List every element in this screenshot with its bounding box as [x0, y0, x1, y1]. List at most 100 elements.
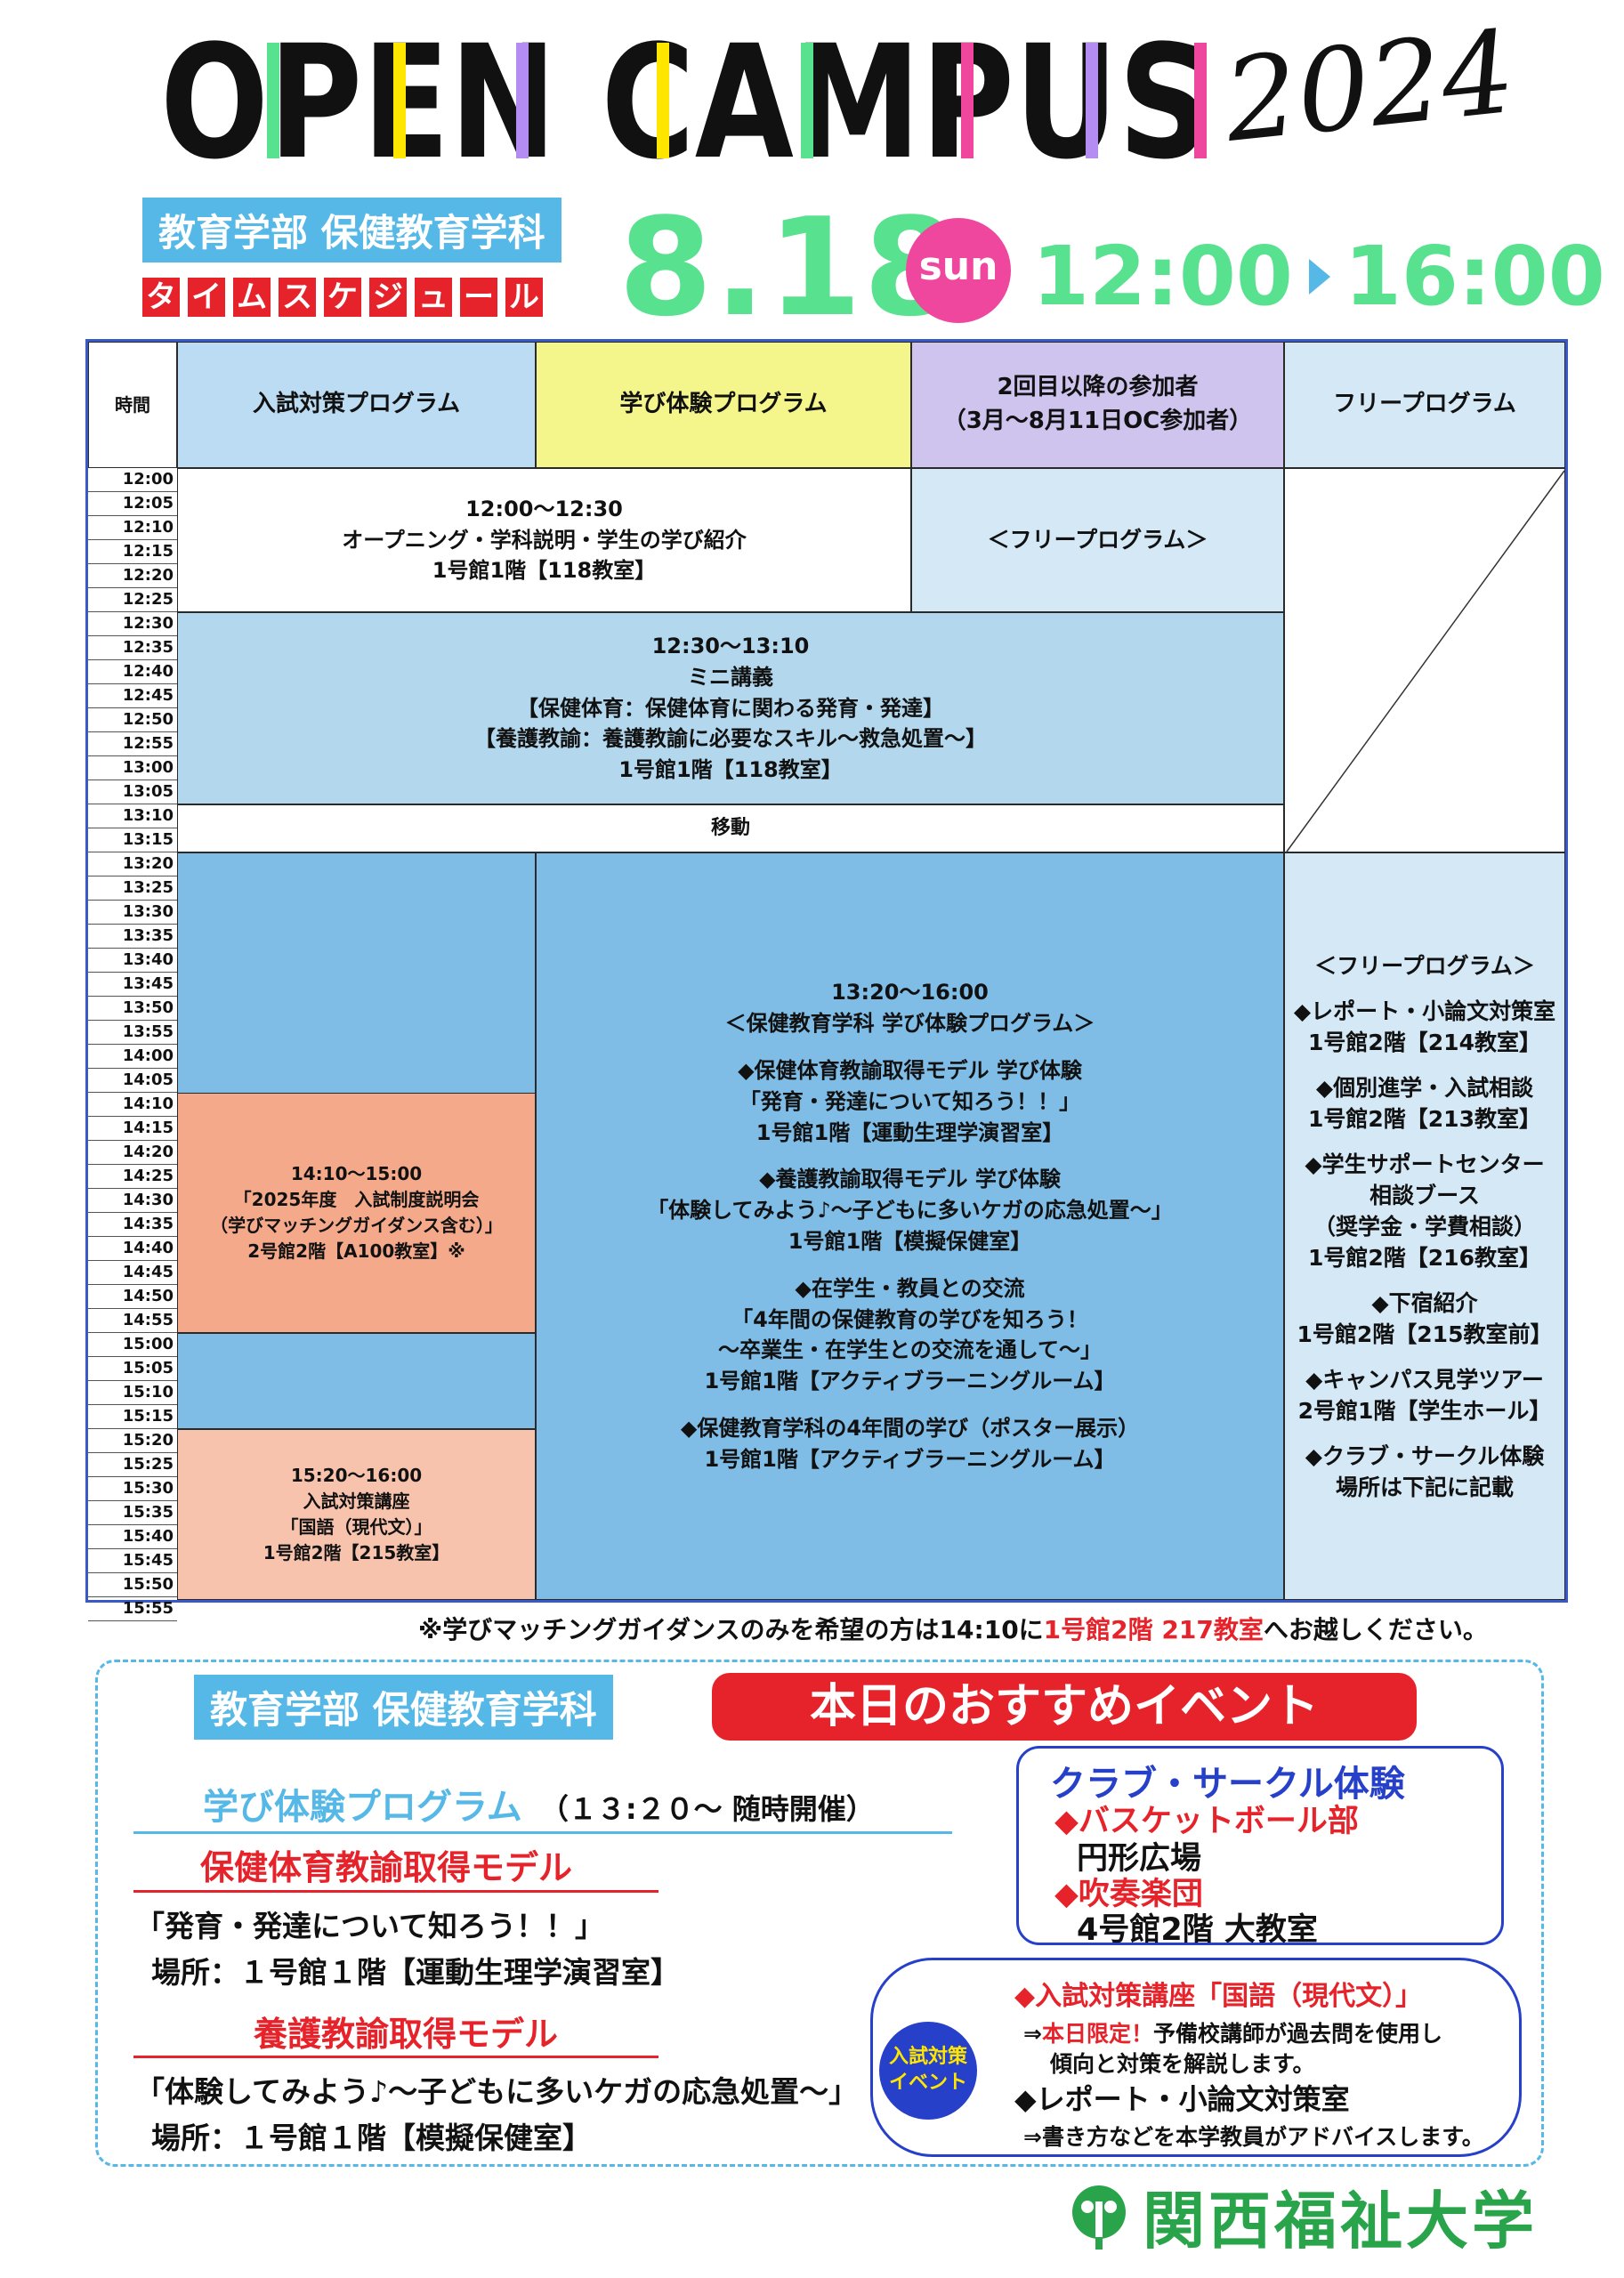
time-slot: 14:30: [88, 1189, 177, 1213]
arrow-right-icon: [1308, 259, 1330, 295]
model1-place: 場所：１号館１階【運動生理学演習室】: [151, 1955, 680, 1990]
diagonal-line: [1286, 470, 1565, 852]
events-department-tag: 教育学部 保健教育学科: [194, 1675, 613, 1740]
time-slot: 12:55: [88, 732, 177, 756]
time-slot: 15:55: [88, 1597, 177, 1621]
empty-slot: [1284, 468, 1565, 852]
time-slot: 15:00: [88, 1333, 177, 1357]
time-slot: 14:55: [88, 1309, 177, 1333]
time-slot: 12:40: [88, 660, 177, 684]
time-slot: 12:50: [88, 708, 177, 732]
club-title: クラブ・サークル体験: [1050, 1764, 1405, 1805]
guidance-note: ※学びマッチングガイダンスのみを希望の方は14:10に1号館2階 217教室へお…: [418, 1615, 1488, 1644]
time-slot: 13:35: [88, 925, 177, 949]
schedule-table: 時間 入試対策プログラム 学び体験プログラム 2回目以降の参加者 （3月～8月1…: [85, 339, 1568, 1621]
free-program-repeat: ＜フリープログラム＞: [911, 468, 1284, 612]
time-slot: 15:10: [88, 1381, 177, 1405]
club1-place: 円形広場: [1077, 1841, 1202, 1877]
recommended-banner: 本日のおすすめイベント: [712, 1673, 1417, 1741]
schedule-tag: タイムスケジュール: [142, 278, 543, 317]
club2-place: 4号館2階 大教室: [1077, 1912, 1318, 1948]
time-slot: 13:00: [88, 756, 177, 780]
time-slot: 14:25: [88, 1165, 177, 1189]
time-slot: 15:40: [88, 1525, 177, 1549]
end-time: 16:00: [1344, 229, 1605, 324]
exam-event-badge: 入試対策イベント: [879, 2022, 977, 2120]
title-text: OPEN CAMPUS: [160, 25, 1210, 176]
event-date: 8.18: [618, 189, 960, 346]
time-slot: 15:25: [88, 1453, 177, 1477]
time-slot: 12:05: [88, 492, 177, 516]
time-slot: 15:45: [88, 1549, 177, 1573]
time-slot: 12:30: [88, 612, 177, 636]
divider: [133, 2056, 658, 2058]
main-learning-program: 13:20～16:00＜保健教育学科 学び体験プログラム＞ ◆保健体育教諭取得モ…: [536, 852, 1284, 1600]
header-repeat-participants: 2回目以降の参加者 （3月～8月11日OC参加者）: [911, 342, 1284, 468]
move-break: 移動: [177, 804, 1284, 852]
time-slot: 15:20: [88, 1429, 177, 1453]
exam-events-box: [870, 1958, 1522, 2157]
university-emblem-icon: [1072, 2185, 1126, 2250]
header-exam-program: 入試対策プログラム: [177, 342, 536, 468]
time-slot: 14:35: [88, 1213, 177, 1237]
time-slot: 15:15: [88, 1405, 177, 1429]
time-slot: 13:40: [88, 949, 177, 973]
time-slot: 13:45: [88, 973, 177, 997]
time-slot: 12:20: [88, 564, 177, 588]
divider: [133, 1831, 952, 1834]
time-slot: 13:25: [88, 876, 177, 901]
exam1-desc2: 傾向と対策を解説します。: [1050, 2051, 1315, 2077]
time-slot: 13:10: [88, 804, 177, 828]
time-slot: 12:25: [88, 588, 177, 612]
model2-place: 場所：１号館１階【模擬保健室】: [151, 2120, 592, 2155]
recommended-events-box: [95, 1660, 1544, 2167]
time-slot: 14:15: [88, 1117, 177, 1141]
exam-column-blank: [177, 852, 536, 1093]
exam1-desc: ⇒本日限定！予備校講師が過去問を使用し: [1023, 2021, 1442, 2047]
time-slot: 14:20: [88, 1141, 177, 1165]
header-time: 時間: [88, 342, 177, 468]
exam-column-gap: [177, 1333, 536, 1429]
time-slot: 15:50: [88, 1573, 177, 1597]
time-slot: 13:15: [88, 828, 177, 852]
time-slot: 14:45: [88, 1261, 177, 1285]
time-slot: 15:30: [88, 1477, 177, 1501]
department-tag: 教育学部 保健教育学科: [142, 198, 562, 263]
entrance-exam-briefing: 14:10～15:00「2025年度 入試制度説明会（学びマッチングガイダンス含…: [177, 1093, 536, 1333]
model2-title: 養護教諭取得モデル: [254, 2015, 559, 2054]
model1-desc: 「発育・発達について知ろう！！」: [135, 1909, 605, 1943]
time-slot: 12:45: [88, 684, 177, 708]
exam2-title: ◆レポート・小論文対策室: [1014, 2082, 1350, 2116]
time-slot: 14:05: [88, 1069, 177, 1093]
time-slot: 13:20: [88, 852, 177, 876]
university-logo: 関西福祉大学: [1068, 2171, 1538, 2261]
time-slot: 13:55: [88, 1021, 177, 1045]
time-slot: 12:10: [88, 516, 177, 540]
exam1-title: ◆入試対策講座「国語（現代文）」: [1014, 1981, 1423, 2012]
header-learning-program: 学び体験プログラム: [536, 342, 911, 468]
event-time: 12:00 16:00: [1032, 236, 1605, 318]
time-slot: 12:35: [88, 636, 177, 660]
time-slot: 14:50: [88, 1285, 177, 1309]
university-name: 関西福祉大学: [1143, 2184, 1538, 2258]
year: 2024: [1218, 5, 1521, 168]
club-box: [1016, 1746, 1504, 1945]
time-slot: 12:00: [88, 468, 177, 492]
program-heading: 学び体験プログラム （１３:２０～ 随時開催）: [203, 1778, 875, 1830]
club2-name: ◆吹奏楽団: [1054, 1877, 1203, 1912]
weekday-badge: sun: [906, 218, 1011, 323]
start-time: 12:00: [1032, 229, 1293, 324]
model2-desc: 「体験してみよう♪～子どもに多いケガの応急処置～」: [135, 2074, 859, 2109]
time-slot: 14:10: [88, 1093, 177, 1117]
time-slot: 12:15: [88, 540, 177, 564]
time-slot: 13:50: [88, 997, 177, 1021]
time-slot: 14:00: [88, 1045, 177, 1069]
program-title: 学び体験プログラム: [203, 1787, 522, 1828]
program-time: （１３:２０～ 随時開催）: [539, 1792, 875, 1826]
time-slot: 14:40: [88, 1237, 177, 1261]
